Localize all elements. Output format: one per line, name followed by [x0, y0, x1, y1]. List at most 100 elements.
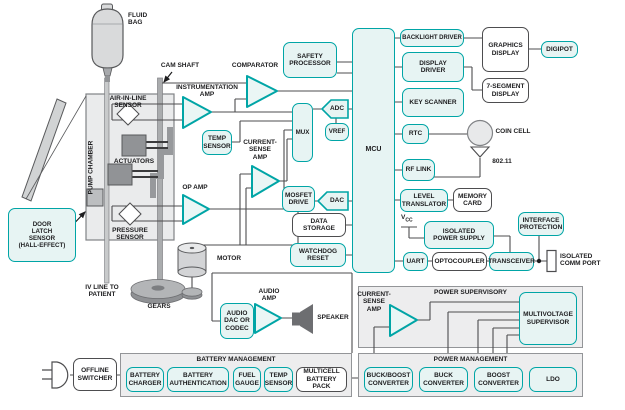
- door-latch-sensor-box: DOOR LATCH SENSOR (HALL-EFFECT): [8, 208, 76, 262]
- uart-box: UART: [403, 252, 428, 271]
- transceiver-box: TRANSCEIVER: [488, 252, 535, 271]
- multicell-battery-pack-box: MULTICELL BATTERY PACK: [296, 367, 347, 392]
- wifi-label: 802.11: [492, 158, 512, 165]
- junction-dot: [536, 258, 542, 264]
- wires-mcu-right: [395, 37, 541, 262]
- temp-sensor-box: TEMP SENSOR: [202, 130, 232, 155]
- coin-cell-icon: [466, 119, 494, 147]
- op-amp-label: OP AMP: [182, 184, 208, 191]
- seven-segment-display-box: 7-SEGMENT DISPLAY: [482, 78, 529, 103]
- memory-card-box: MEMORY CARD: [453, 188, 492, 212]
- adc-shape: [320, 99, 349, 119]
- motor-label: MOTOR: [216, 255, 242, 262]
- fluid-bag-icon: [91, 8, 124, 69]
- key-scanner-box: KEY SCANNER: [402, 88, 464, 117]
- fluid-bag-label: FLUID BAG: [128, 12, 148, 27]
- air-in-line-sensor-label: AIR-IN-LINE SENSOR: [109, 95, 147, 110]
- audio-amp-icon: [254, 303, 282, 334]
- pressure-sensor-icon: [118, 202, 142, 226]
- cam-shaft-label: CAM SHAFT: [160, 62, 200, 69]
- motor-shaft-dot: [189, 246, 195, 250]
- gear-small-icon: [181, 287, 203, 297]
- comparator-icon: [246, 75, 278, 108]
- watchdog-reset-box: WATCHDOG RESET: [290, 243, 346, 267]
- cam-shaft-arrow: [163, 71, 173, 83]
- pump-chamber-label: PUMP CHAMBER: [87, 140, 95, 195]
- bag-valve: [105, 76, 110, 82]
- cam-follower: [150, 127, 173, 198]
- fuel-gauge-box: FUEL GAUGE: [233, 367, 261, 392]
- level-translator-box: LEVEL TRANSLATOR: [400, 189, 448, 212]
- mosfet-drive-box: MOSFET DRIVE: [282, 186, 315, 212]
- actuators-label: ACTUATORS: [113, 158, 155, 165]
- audio-amp-label: AUDIO AMP: [258, 288, 280, 303]
- rf-link-box: RF LINK: [402, 159, 435, 181]
- vref-box: VREF: [325, 123, 349, 141]
- mcu-box: MCU: [352, 28, 395, 273]
- display-driver-box: DISPLAY DRIVER: [402, 52, 464, 82]
- vcc-label: VCC: [401, 214, 421, 224]
- offline-switcher-box: OFFLINE SWITCHER: [73, 358, 117, 391]
- interface-protection-box: INTERFACE PROTECTION: [518, 212, 564, 236]
- data-storage-box: DATA STORAGE: [292, 213, 346, 237]
- battery-authentication-box: BATTERY AUTHENTICATION: [167, 367, 229, 392]
- multivoltage-supervisor-box: MULTIVOLTAGE SUPERVISOR: [519, 292, 577, 345]
- door-edge-line: [25, 95, 87, 200]
- graphics-display-box: GRAPHICS DISPLAY: [482, 27, 529, 72]
- gear-hub: [151, 285, 165, 291]
- isolated-comm-port-label: ISOLATED COMM PORT: [560, 253, 601, 268]
- backlight-driver-box: BACKLIGHT DRIVER: [400, 29, 464, 47]
- air-in-line-sensor-icon: [116, 102, 140, 126]
- optocoupler-box: OPTOCOUPLER: [432, 252, 487, 271]
- antenna-icon: [469, 146, 491, 158]
- actuator-2: [107, 163, 133, 186]
- digipot-box: DIGIPOT: [541, 41, 578, 58]
- power-management-title: POWER MANAGEMENT: [433, 356, 508, 363]
- mux-box: MUX: [292, 103, 313, 162]
- ldo-box: LDO: [529, 367, 577, 392]
- buck-converter-box: BUCK CONVERTER: [419, 367, 468, 392]
- cam-shaft-bar: [157, 77, 163, 289]
- ps-current-sense-amp-icon: [389, 304, 418, 337]
- isolated-comm-port-icon: [546, 249, 557, 273]
- bag-neck: [102, 67, 113, 77]
- ps-current-sense-amp-label: CURRENT- SENSE AMP: [357, 291, 391, 313]
- vcc-sub: CC: [405, 217, 413, 224]
- buck-boost-converter-box: BUCK/BOOST CONVERTER: [364, 367, 413, 392]
- ac-plug-prongs: [42, 369, 52, 380]
- op-amp-icon: [182, 194, 210, 225]
- boost-converter-box: BOOST CONVERTER: [474, 367, 523, 392]
- dac-shape: [316, 191, 349, 211]
- actuator-1: [121, 134, 147, 157]
- ac-plug-icon: [51, 361, 69, 389]
- speaker-icon: [300, 304, 313, 334]
- battery-temp-sensor-box: TEMP SENSOR: [264, 367, 293, 392]
- actuator-rods: [132, 141, 168, 178]
- instrumentation-amp-label: INSTRUMENTATION AMP: [176, 84, 238, 99]
- battery-management-title: BATTERY MANAGEMENT: [196, 356, 276, 363]
- dac-label: DAC: [329, 197, 345, 204]
- rtc-box: RTC: [402, 124, 429, 144]
- coin-cell-label: COIN CELL: [495, 128, 531, 135]
- motor-bottom: [177, 266, 207, 278]
- isolated-power-supply-box: ISOLATED POWER SUPPLY: [424, 221, 494, 249]
- current-sense-amp-label: CURRENT- SENSE AMP: [243, 139, 277, 161]
- comparator-label: COMPARATOR: [231, 62, 279, 69]
- wires-supervisory: [373, 301, 519, 353]
- speaker-magnet: [292, 312, 300, 326]
- gears-label: GEARS: [147, 303, 171, 310]
- safety-processor-box: SAFETY PROCESSOR: [283, 42, 337, 78]
- wires-mcu-left: [313, 61, 352, 256]
- iv-line-label: IV LINE TO PATIENT: [85, 284, 119, 299]
- pump-door: [21, 98, 67, 202]
- speaker-label: SPEAKER: [317, 314, 349, 321]
- vcc-v: V: [401, 214, 406, 221]
- power-supervisory-title: POWER SUPERVISORY: [434, 289, 507, 296]
- adc-label: ADC: [329, 105, 345, 112]
- instrumentation-amp-icon: [182, 96, 212, 129]
- audio-dac-codec-box: AUDIO DAC OR CODEC: [220, 303, 254, 339]
- pressure-sensor-label: PRESSURE SENSOR: [112, 227, 148, 242]
- current-sense-amp-icon: [251, 165, 280, 198]
